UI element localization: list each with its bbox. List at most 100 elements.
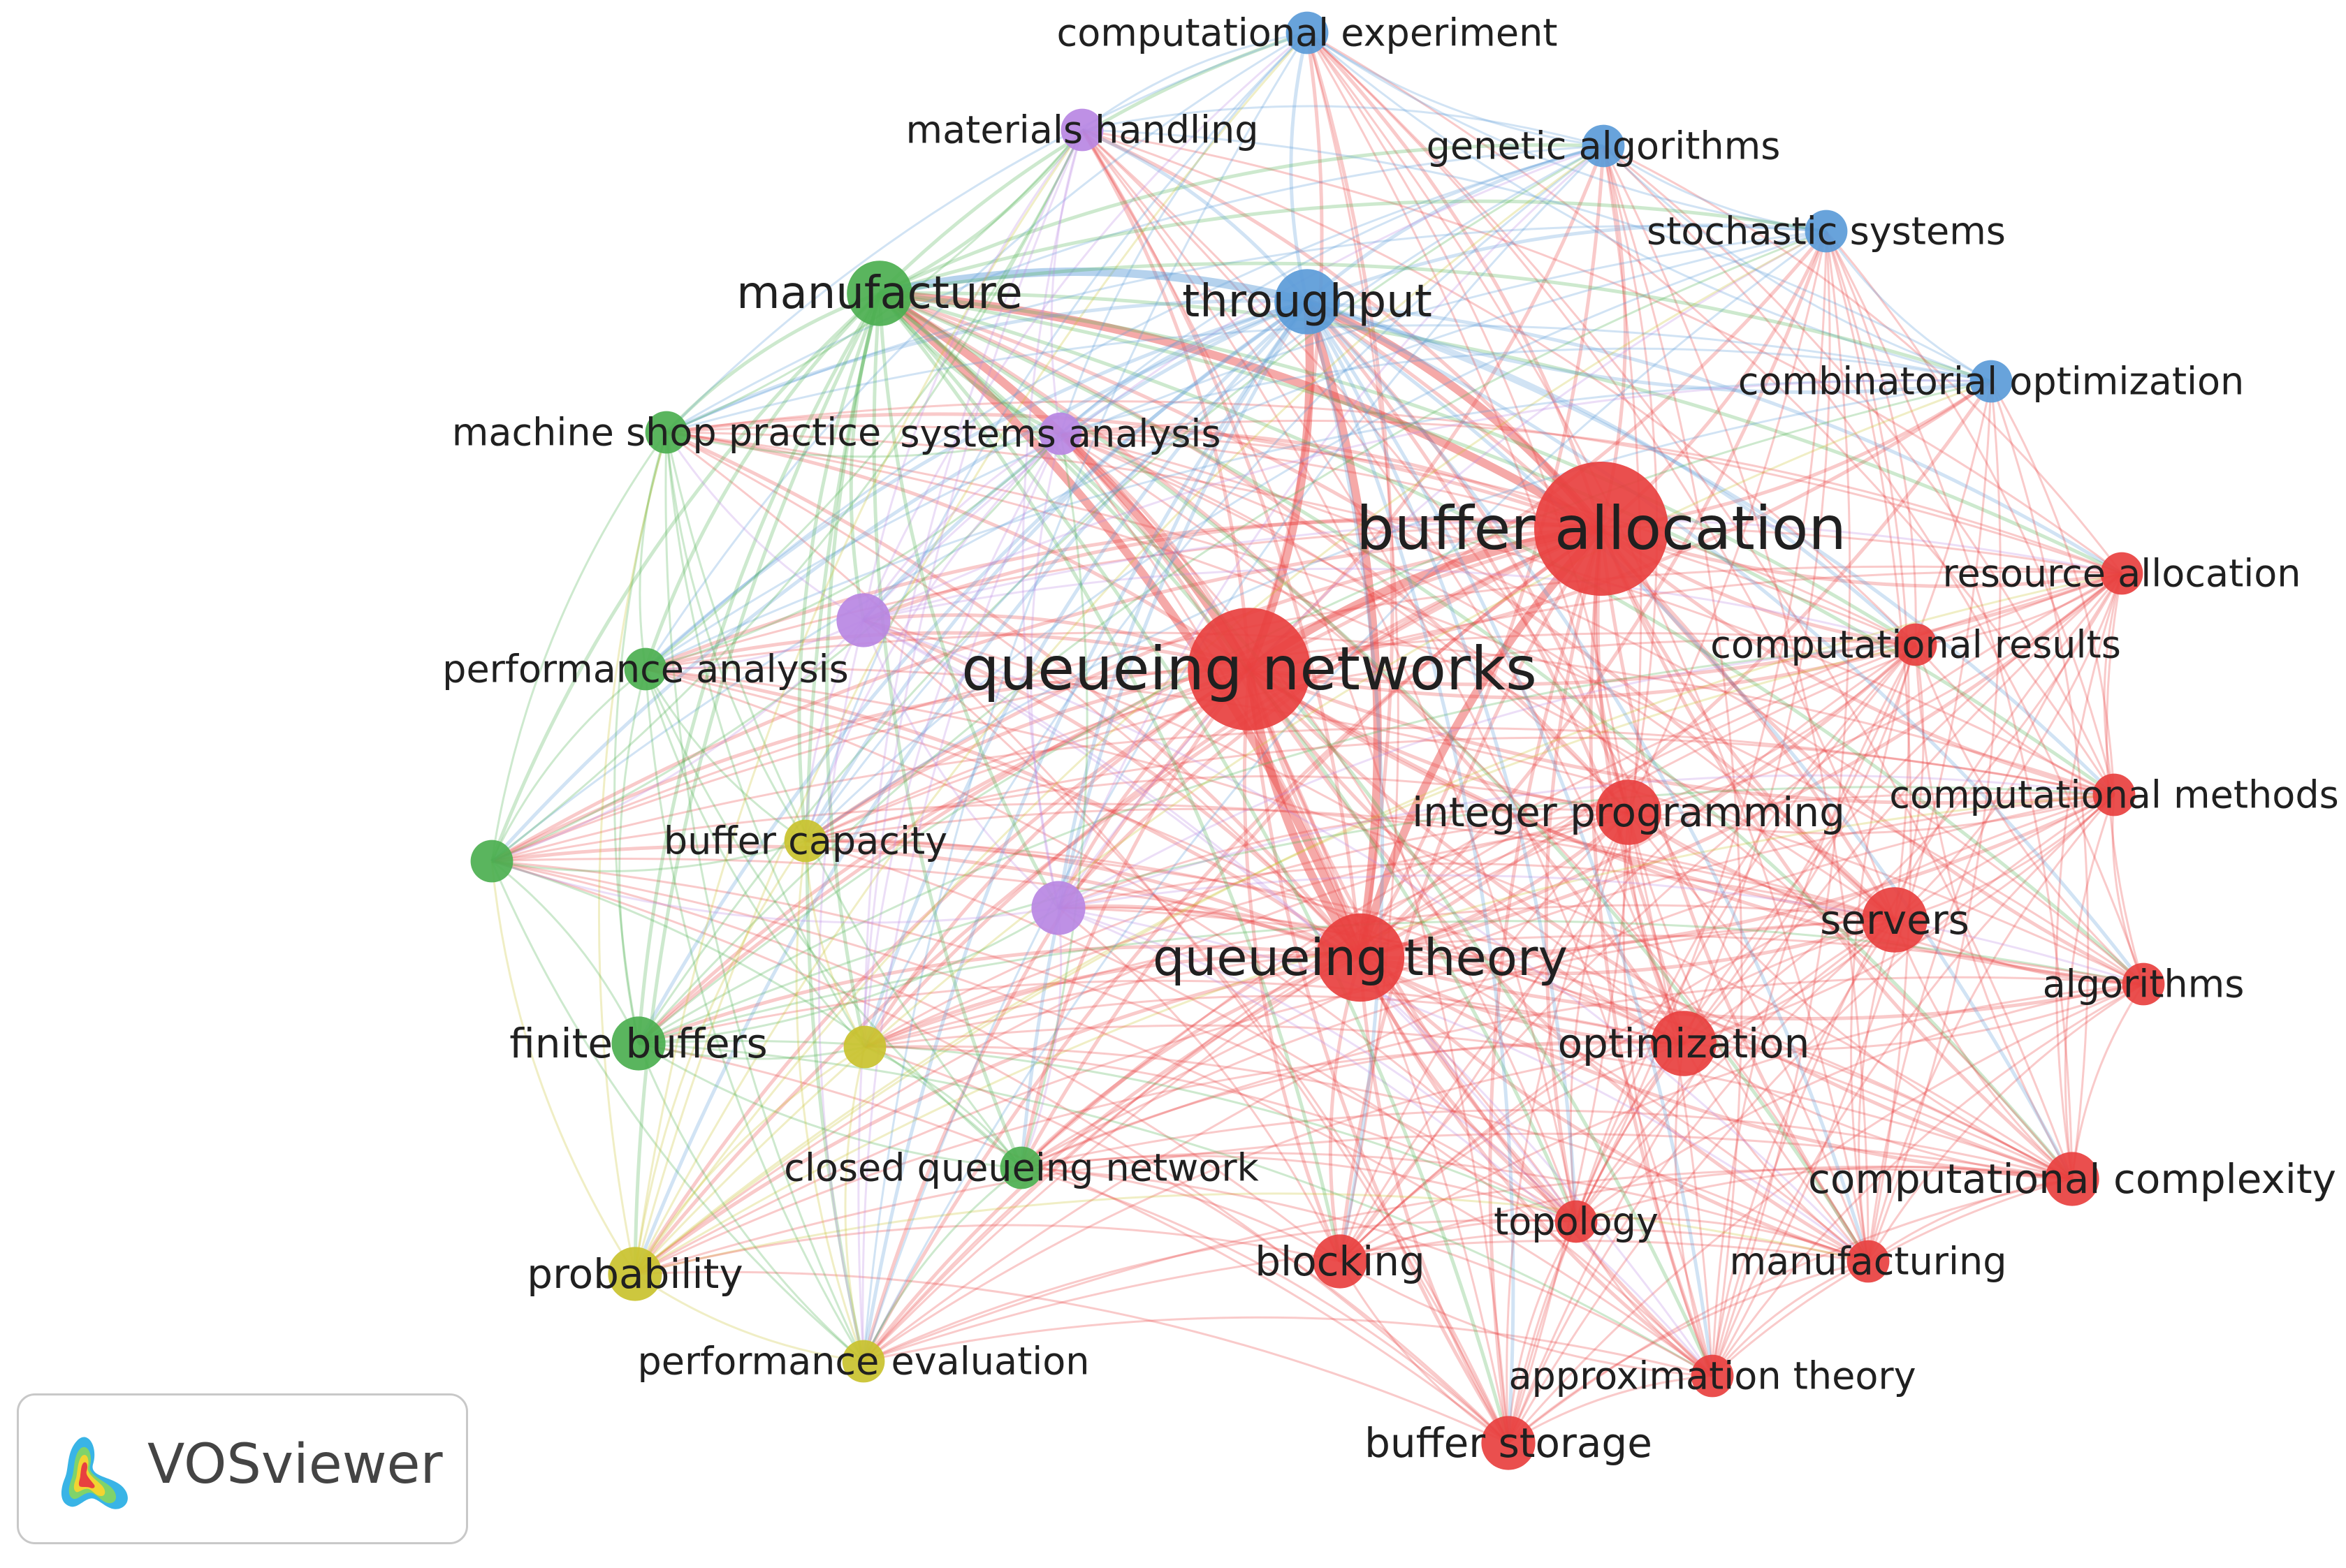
link-queueing-theory-materials-handling [1080,129,1362,958]
link-stochastic-systems-combinatorial-optimization [1825,230,1992,383]
link-optimization-manufacturing [1682,1043,1869,1263]
link-computational-experiment-machine-shop-practice [665,31,1308,434]
node-topology[interactable] [1554,1200,1598,1243]
link-buffer-allocation-systems-analysis [1060,430,1602,531]
node-yellow-unlabeled[interactable] [843,1025,887,1069]
link-buffer-allocation-topology [1544,528,1603,1222]
node-integer-programming[interactable] [1596,779,1661,845]
node-computational-complexity[interactable] [2045,1152,2099,1206]
link-algorithms-yellow-unlabeled [864,935,2144,1048]
node-queueing-theory[interactable] [1316,913,1405,1002]
node-performance-analysis[interactable] [624,647,667,691]
link-optimization-resource-allocation [1683,573,2123,1045]
label-blocking: blocking [1255,1238,1425,1285]
node-manufacturing[interactable] [1846,1240,1890,1283]
link-computational-complexity-manufacture [879,291,2074,1180]
node-genetic-algorithms[interactable] [1582,124,1625,168]
link-buffer-allocation-yellow-unlabeled [864,527,1602,1048]
node-buffer-capacity[interactable] [784,819,827,863]
link-blocking-closed-queueing-network [1021,1166,1341,1263]
label-combinatorial-optimization: combinatorial optimization [1738,360,2245,404]
link-queueing-networks-manufacturing [1247,668,1870,1263]
link-buffer-allocation-computational-complexity [1599,528,2074,1180]
link-topology-approximation-theory [1575,1221,1713,1377]
link-combinatorial-optimization-buffer-capacity [805,380,1992,842]
label-resource-allocation: resource allocation [1942,552,2301,596]
link-optimization-algorithms [1683,983,2144,1050]
link-queueing-theory-buffer-storage [1358,957,1510,1444]
link-manufacturing-yellow-unlabeled [864,1045,1869,1263]
link-queueing-networks-computational-results [1248,643,1916,700]
link-computational-complexity-manufacturing [1867,1178,2073,1263]
node-queueing-networks[interactable] [1188,608,1311,731]
node-servers[interactable] [1862,887,1928,953]
node-manufacture[interactable] [847,261,912,326]
link-algorithms-buffer-storage [1507,983,2144,1444]
node-performance-evaluation[interactable] [842,1340,885,1383]
link-servers-algorithms [1894,918,2144,986]
link-computational-experiment-purple-unlabeled-1 [862,31,1308,621]
node-approximation-theory[interactable] [1691,1354,1734,1398]
node-machine-shop-practice[interactable] [645,411,688,454]
link-blocking-purple-unlabeled-2 [1058,907,1341,1262]
link-queueing-networks-closed-queueing-network [1019,668,1251,1168]
node-systems-analysis[interactable] [1039,412,1082,455]
label-algorithms: algorithms [2043,962,2245,1006]
node-algorithms[interactable] [2122,962,2165,1006]
node-resource-allocation[interactable] [2100,552,2143,595]
node-throughput[interactable] [1274,269,1340,335]
node-buffer-storage[interactable] [1481,1416,1536,1470]
link-computational-results-finite-buffers [638,643,1916,1045]
link-performance-analysis-materials-handling [645,129,1084,671]
node-optimization[interactable] [1651,1011,1717,1076]
link-buffer-allocation-computational-methods [1600,527,2115,797]
link-queueing-networks-performance-evaluation [861,668,1251,1362]
link-integer-programming-manufacturing [1627,812,1870,1262]
link-buffer-storage-probability [634,1270,1509,1444]
node-computational-results[interactable] [1894,623,1937,666]
link-machine-shop-practice-green-unlabeled [490,432,668,862]
link-resource-allocation-probability [634,572,2122,1275]
node-buffer-allocation[interactable] [1534,462,1668,596]
link-queueing-theory-purple-unlabeled-1 [863,618,1362,959]
node-probability[interactable] [608,1247,662,1301]
node-blocking[interactable] [1313,1234,1367,1289]
link-queueing-theory-manufacturing [1359,956,1869,1263]
node-computational-methods[interactable] [2092,773,2136,816]
node-purple-unlabeled-1[interactable] [836,593,891,647]
link-computational-results-blocking [1339,643,1916,1262]
node-computational-experiment[interactable] [1285,11,1329,54]
label-buffer-storage: buffer storage [1364,1419,1652,1467]
node-green-unlabeled[interactable] [470,840,513,883]
node-closed-queueing-network[interactable] [1000,1146,1043,1189]
link-buffer-storage-throughput [1305,301,1515,1444]
link-blocking-probability [634,1224,1341,1275]
node-materials-handling[interactable] [1061,108,1104,152]
link-queueing-theory-green-unlabeled [491,844,1361,960]
link-servers-machine-shop-practice [666,431,1895,921]
network-nodes [470,11,2165,1470]
node-combinatorial-optimization[interactable] [1969,360,2013,403]
link-combinatorial-optimization-manufacture [879,261,1992,383]
node-purple-unlabeled-2[interactable] [1031,881,1086,935]
link-manufacture-green-unlabeled [490,292,881,862]
link-approximation-theory-genetic-algorithms [1602,145,1743,1377]
label-buffer-allocation: buffer allocation [1356,494,1846,564]
node-finite-buffers[interactable] [611,1016,666,1071]
link-yellow-unlabeled-performance-evaluation [844,1046,866,1362]
link-topology-blocking [1339,1219,1577,1263]
link-computational-complexity-combinatorial-optimization [1990,381,2090,1180]
link-closed-queueing-network-yellow-unlabeled [864,1046,1023,1168]
link-machine-shop-practice-probability [597,432,668,1275]
label-materials-handling: materials handling [905,108,1258,152]
link-queueing-theory-performance-analysis [645,667,1362,960]
node-stochastic-systems[interactable] [1805,210,1848,253]
link-green-unlabeled-probability [490,860,636,1275]
link-genetic-algorithms-performance-evaluation [862,145,1605,1362]
link-integer-programming-computational-complexity [1627,812,2073,1180]
link-resource-allocation-purple-unlabeled-1 [863,518,2122,622]
link-systems-analysis-purple-unlabeled-1 [862,432,1061,621]
link-computational-experiment-materials-handling [1081,31,1308,131]
link-buffer-allocation-blocking [1338,527,1603,1262]
link-throughput-manufacture [878,268,1309,306]
